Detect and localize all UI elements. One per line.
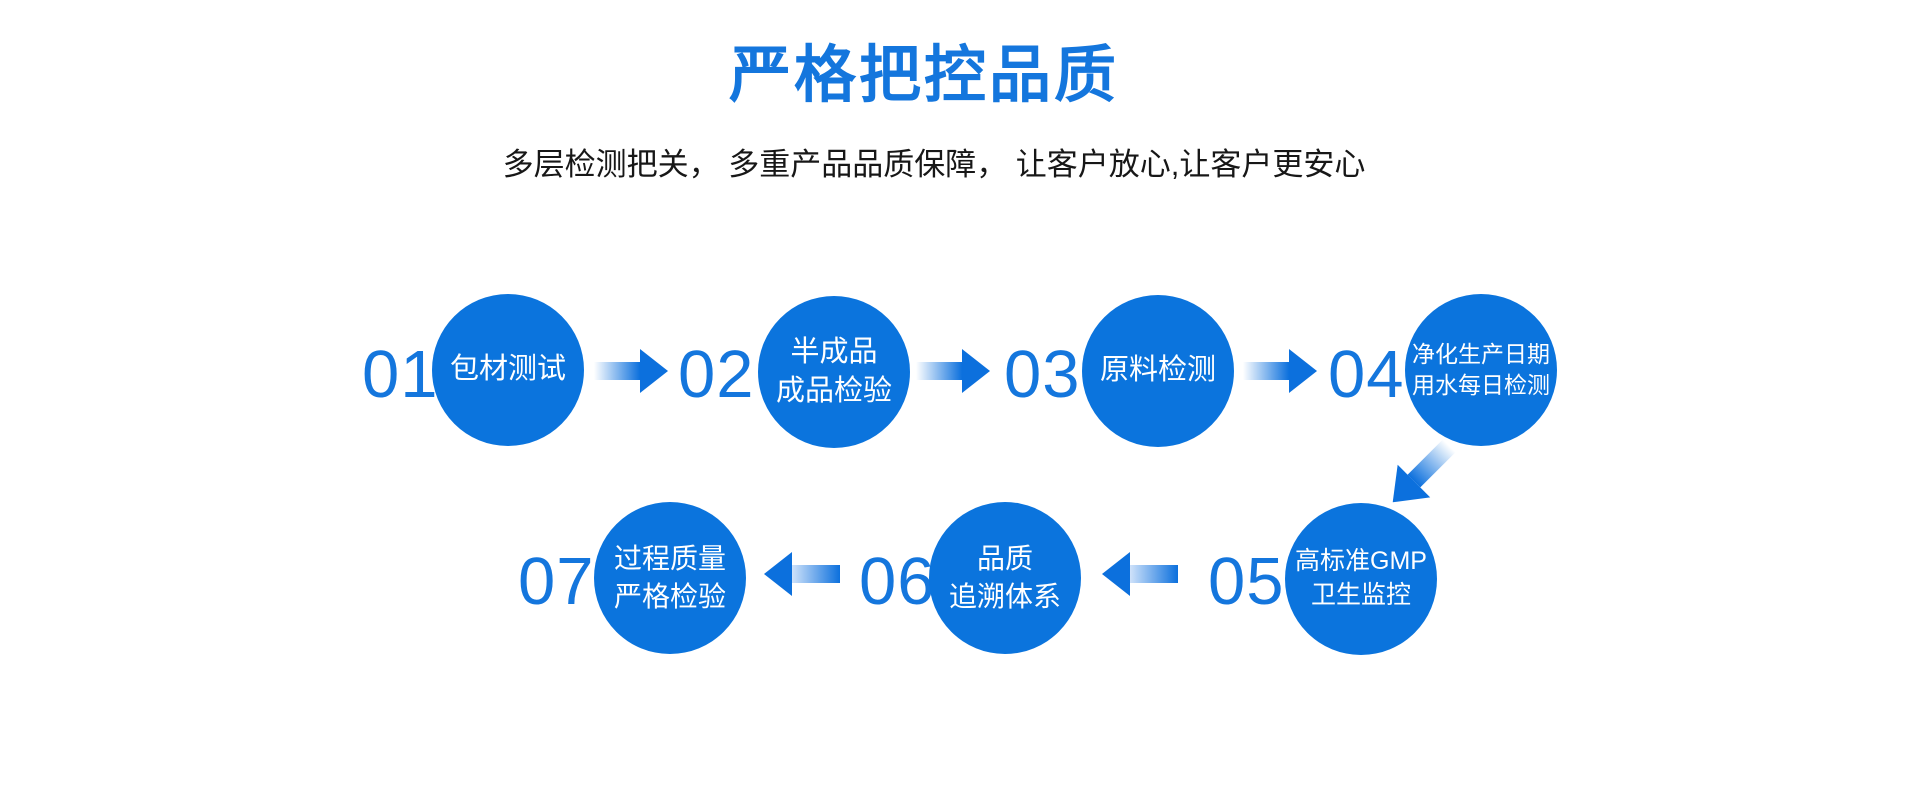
step-03-label: 原料检测 bbox=[1099, 354, 1216, 387]
arrow-right-icon bbox=[1243, 349, 1317, 393]
step-01-circle: 包材测试 bbox=[432, 294, 584, 446]
step-04-label-line1: 净化生产日期 bbox=[1412, 340, 1550, 367]
step-07-label-line1: 过程质量 bbox=[613, 543, 726, 575]
step-03-circle: 原料检测 bbox=[1082, 295, 1234, 447]
step-07-number: 07 bbox=[518, 544, 595, 619]
arrow-right-icon bbox=[916, 349, 990, 393]
step-02-label-line2: 成品检验 bbox=[775, 375, 892, 407]
arrow-down-left-icon bbox=[1392, 439, 1456, 503]
step-06-label-line2: 追溯体系 bbox=[948, 581, 1061, 612]
step-05-number: 05 bbox=[1208, 544, 1285, 619]
step-07-circle: 过程质量 严格检验 bbox=[594, 502, 746, 654]
step-06-label-line1: 品质 bbox=[976, 543, 1033, 575]
step-01-number: 01 bbox=[362, 337, 439, 412]
arrow-right-icon bbox=[594, 349, 668, 393]
step-07-label-line2: 严格检验 bbox=[613, 581, 726, 612]
arrow-left-icon bbox=[764, 552, 840, 596]
step-05-circle: 高标准GMP 卫生监控 bbox=[1285, 503, 1437, 655]
step-05-label-line1: 高标准GMP bbox=[1295, 547, 1427, 576]
step-06-number: 06 bbox=[859, 544, 936, 619]
page-subtitle: 多层检测把关， 多重产品品质保障， 让客户放心,让客户更安心 bbox=[502, 147, 1366, 182]
step-05-label-line2: 卫生监控 bbox=[1310, 581, 1411, 609]
step-03-number: 03 bbox=[1004, 337, 1081, 412]
step-04-label-line2: 用水每日检测 bbox=[1412, 372, 1550, 398]
step-02-number: 02 bbox=[678, 337, 755, 412]
step-04-number: 04 bbox=[1328, 337, 1405, 412]
page-title: 严格把控品质 bbox=[728, 41, 1120, 110]
step-02-label-line1: 半成品 bbox=[790, 335, 878, 368]
arrow-left-icon bbox=[1102, 552, 1178, 596]
step-02-circle: 半成品 成品检验 bbox=[758, 296, 910, 448]
step-01-label: 包材测试 bbox=[449, 353, 566, 386]
step-06-circle: 品质 追溯体系 bbox=[929, 502, 1081, 654]
step-04-circle: 净化生产日期 用水每日检测 bbox=[1405, 294, 1557, 446]
